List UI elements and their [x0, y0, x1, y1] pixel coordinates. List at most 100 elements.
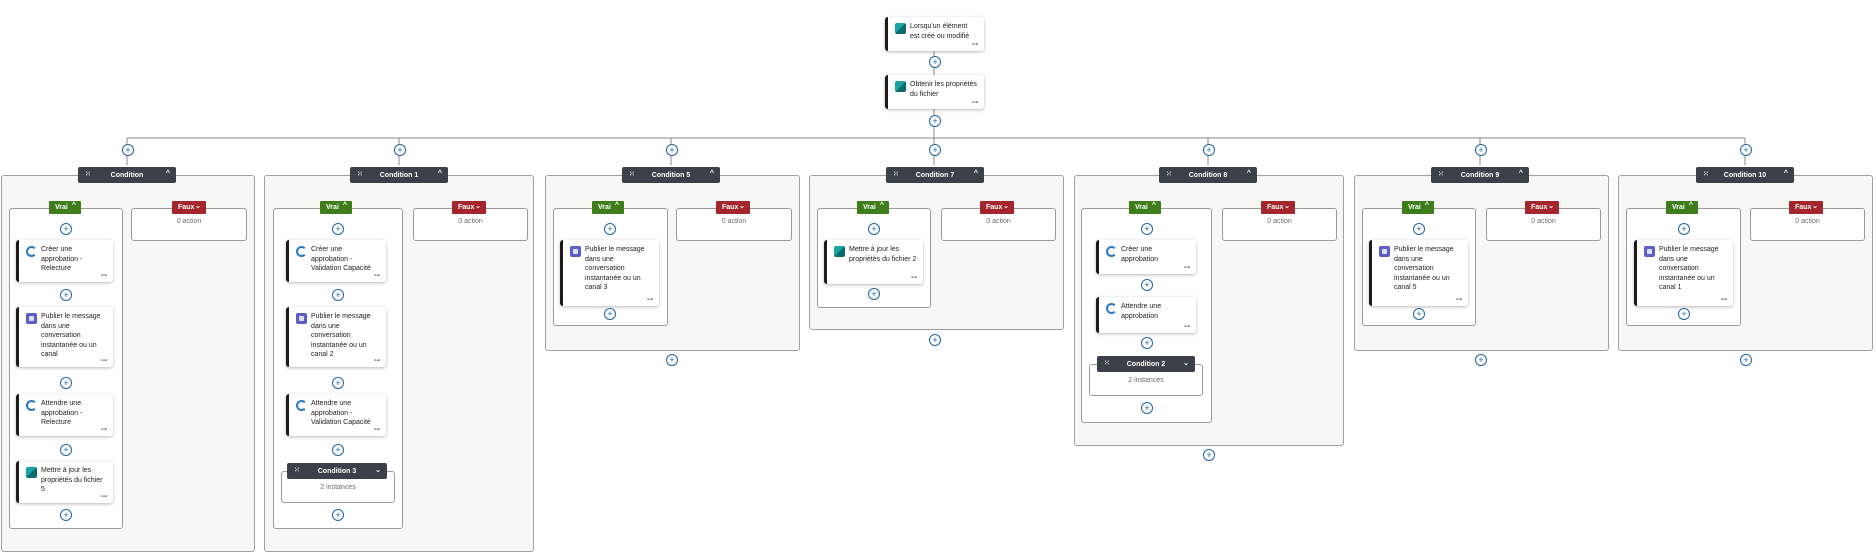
action-card[interactable]: Attendre une approbation - Validation Ca… [286, 394, 386, 436]
chevron-up-icon[interactable]: ^ [1783, 170, 1788, 177]
true-branch-tag[interactable]: Vrai^ [1666, 201, 1698, 214]
add-action-button[interactable]: + [332, 377, 344, 389]
nested-condition-header[interactable]: ⁙ Condition 2 ⌄ [1097, 356, 1195, 372]
action-label: Créer une approbation - Relecture [41, 246, 83, 273]
action-card[interactable]: Publier le message dans une conversation… [16, 307, 113, 367]
add-action-button[interactable]: + [1141, 279, 1153, 291]
false-branch-tag[interactable]: Faux⌄ [1261, 201, 1295, 214]
false-branch-tag[interactable]: Faux⌄ [452, 201, 486, 214]
link-icon: ⊶ [1456, 297, 1462, 303]
action-card[interactable]: Mettre à jour les propriétés du fichier … [824, 240, 923, 284]
condition-header[interactable]: ⁙ Condition 10 ^ [1696, 167, 1794, 183]
nested-condition-header[interactable]: ⁙ Condition 3 ⌄ [287, 463, 387, 479]
false-branch-tag[interactable]: Faux⌄ [716, 201, 750, 214]
false-label: Faux [1531, 204, 1548, 211]
true-branch-tag[interactable]: Vrai^ [1402, 201, 1434, 214]
get-properties-card[interactable]: Obtenir les propriétés du fichier ⊶ [885, 75, 984, 109]
chevron-down-icon[interactable]: ⌄ [375, 467, 381, 474]
insert-step-button[interactable]: + [929, 56, 941, 68]
action-card[interactable]: Créer une approbation - Relecture ⊶ [16, 240, 113, 282]
add-action-button[interactable]: + [60, 509, 72, 521]
action-card[interactable]: Publier le message dans une conversation… [286, 307, 386, 367]
action-card[interactable]: Publier le message dans une conversation… [1369, 240, 1468, 306]
insert-branch-button[interactable]: + [929, 144, 941, 156]
link-icon: ⊶ [1184, 324, 1190, 330]
add-action-button[interactable]: + [60, 289, 72, 301]
add-action-button[interactable]: + [60, 377, 72, 389]
add-action-button[interactable]: + [1678, 223, 1690, 235]
condition-header[interactable]: ⁙ Condition 7 ^ [886, 167, 984, 183]
condition-header[interactable]: ⁙ Condition 8 ^ [1159, 167, 1257, 183]
insert-branch-button[interactable]: + [394, 144, 406, 156]
add-action-button[interactable]: + [604, 308, 616, 320]
add-action-button[interactable]: + [604, 223, 616, 235]
add-action-button[interactable]: + [332, 509, 344, 521]
add-action-button[interactable]: + [1413, 308, 1425, 320]
insert-branch-button[interactable]: + [666, 144, 678, 156]
add-action-button[interactable]: + [1678, 308, 1690, 320]
link-icon: ⊶ [972, 100, 978, 106]
insert-step-button[interactable]: + [929, 115, 941, 127]
action-card[interactable]: Attendre une approbation ⊶ [1096, 297, 1196, 333]
approval-icon [1106, 303, 1117, 314]
false-branch-tag[interactable]: Faux⌄ [1525, 201, 1559, 214]
add-action-button[interactable]: + [868, 223, 880, 235]
add-action-button[interactable]: + [332, 289, 344, 301]
chevron-up-icon[interactable]: ^ [165, 170, 170, 177]
add-action-button[interactable]: + [332, 444, 344, 456]
add-action-button[interactable]: + [1203, 449, 1215, 461]
action-card[interactable]: Créer une approbation - Validation Capac… [286, 240, 386, 282]
chevron-up-icon[interactable]: ^ [973, 170, 978, 177]
action-card[interactable]: Publier le message dans une conversation… [1634, 240, 1733, 306]
add-action-button[interactable]: + [60, 223, 72, 235]
add-action-button[interactable]: + [1141, 337, 1153, 349]
insert-branch-button[interactable]: + [1740, 144, 1752, 156]
insert-branch-button[interactable]: + [122, 144, 134, 156]
add-action-button[interactable]: + [1740, 354, 1752, 366]
drag-handle-icon: ⁙ [294, 467, 300, 474]
condition-title: Condition 5 [651, 171, 691, 179]
add-action-button[interactable]: + [1141, 402, 1153, 414]
true-branch-tag[interactable]: Vrai^ [857, 201, 889, 214]
action-label: Publier le message dans une conversation… [41, 313, 101, 359]
true-branch-tag[interactable]: Vrai^ [49, 201, 81, 214]
add-action-button[interactable]: + [868, 288, 880, 300]
chevron-up-icon[interactable]: ^ [437, 170, 442, 177]
chevron-down-icon: ⌄ [1548, 203, 1554, 210]
condition-header[interactable]: ⁙ Condition ^ [78, 167, 176, 183]
empty-branch-text: 0 action [721, 218, 747, 225]
chevron-up-icon[interactable]: ^ [709, 170, 714, 177]
add-action-button[interactable]: + [1475, 354, 1487, 366]
trigger-card[interactable]: Lorsqu'un élément est créé ou modifié ⊶ [885, 17, 984, 51]
action-label: Publier le message dans une conversation… [1659, 246, 1719, 292]
chevron-up-icon[interactable]: ^ [1518, 170, 1523, 177]
chevron-down-icon: ⌄ [739, 203, 745, 210]
false-branch-tag[interactable]: Faux⌄ [1789, 201, 1823, 214]
add-action-button[interactable]: + [332, 223, 344, 235]
add-action-button[interactable]: + [60, 444, 72, 456]
false-branch-tag[interactable]: Faux⌄ [172, 201, 206, 214]
approval-icon [1106, 246, 1117, 257]
action-card[interactable]: Publier le message dans une conversation… [560, 240, 659, 306]
true-branch-tag[interactable]: Vrai^ [1129, 201, 1161, 214]
insert-branch-button[interactable]: + [1203, 144, 1215, 156]
action-card[interactable]: Mettre à jour les propriétés du fichier … [16, 461, 113, 503]
add-action-button[interactable]: + [666, 354, 678, 366]
add-action-button[interactable]: + [1141, 223, 1153, 235]
condition-header[interactable]: ⁙ Condition 9 ^ [1431, 167, 1529, 183]
insert-branch-button[interactable]: + [1475, 144, 1487, 156]
drag-handle-icon: ⁙ [1104, 360, 1110, 367]
condition-header[interactable]: ⁙ Condition 5 ^ [622, 167, 720, 183]
action-card[interactable]: Attendre une approbation - Relecture ⊶ [16, 394, 113, 436]
add-action-button[interactable]: + [929, 334, 941, 346]
add-action-button[interactable]: + [1413, 223, 1425, 235]
true-branch-tag[interactable]: Vrai^ [320, 201, 352, 214]
action-card[interactable]: Créer une approbation ⊶ [1096, 240, 1196, 274]
chevron-down-icon[interactable]: ⌄ [1183, 360, 1189, 367]
false-label: Faux [722, 204, 739, 211]
true-label: Vrai [55, 204, 68, 211]
condition-header[interactable]: ⁙ Condition 1 ^ [350, 167, 448, 183]
true-branch-tag[interactable]: Vrai^ [592, 201, 624, 214]
false-branch-tag[interactable]: Faux⌄ [980, 201, 1014, 214]
chevron-up-icon[interactable]: ^ [1246, 170, 1251, 177]
